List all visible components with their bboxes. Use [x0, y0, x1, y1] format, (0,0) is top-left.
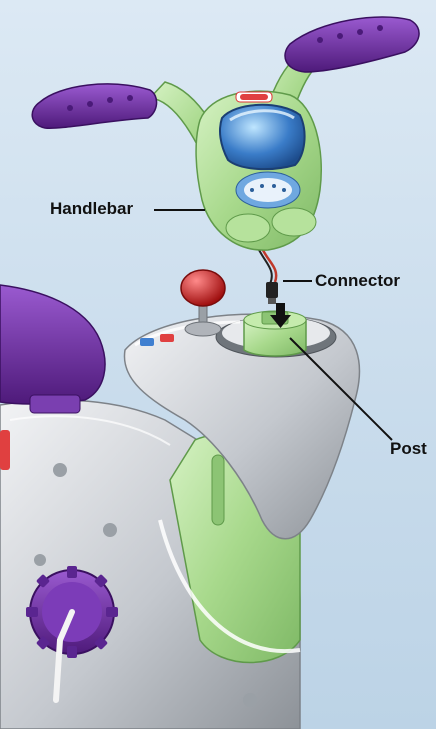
- handlebar-label: Handlebar: [50, 200, 133, 217]
- post-label: Post: [390, 440, 427, 457]
- red-knob-icon: [181, 270, 225, 336]
- connector-cable-icon: [258, 248, 278, 304]
- seat: [0, 285, 105, 413]
- connector-label: Connector: [315, 272, 400, 289]
